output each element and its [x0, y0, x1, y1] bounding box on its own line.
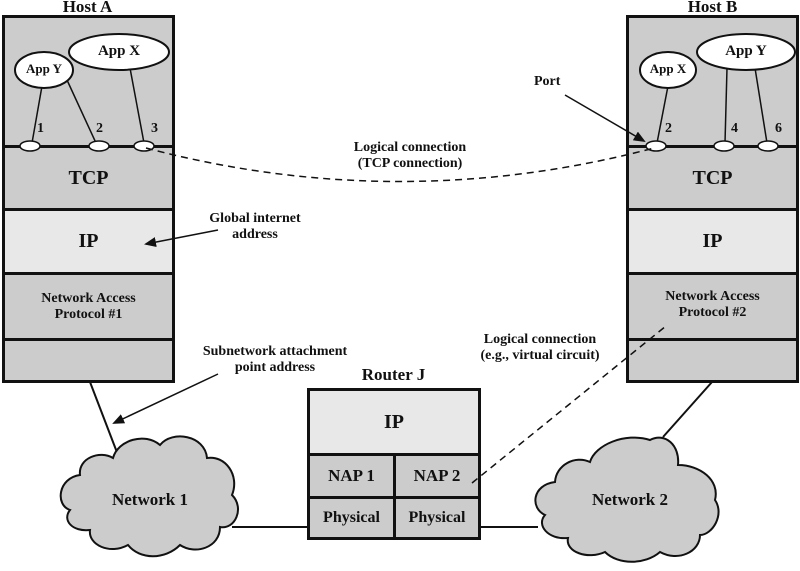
host-a-title: Host A	[62, 0, 113, 16]
host-a-app-y[interactable]	[14, 51, 74, 89]
host-b-port-4[interactable]	[713, 140, 735, 152]
host-b-app-x[interactable]	[639, 51, 697, 89]
host-b-port-2-number: 2	[665, 121, 672, 136]
host-a-nap-label-1: Network Access	[41, 290, 136, 306]
network-2-label: Network 2	[591, 490, 668, 509]
host-b-nap-layer: Network Access Protocol #2	[629, 275, 796, 341]
host-a-port-2-number: 2	[96, 121, 103, 136]
host-b-port-6[interactable]	[757, 140, 779, 152]
host-a-port-1[interactable]	[19, 140, 41, 152]
host-a-nap-layer: Network Access Protocol #1	[5, 275, 172, 341]
host-a-app-y-port1-line	[31, 85, 43, 144]
host-b-nap-label-2: Protocol #2	[678, 305, 747, 320]
host-a-tcp-label: TCP	[68, 166, 109, 189]
subnet-address-label-2: point address	[234, 360, 316, 376]
host-a-port-1-number: 1	[37, 121, 44, 136]
host-a-app-y-label: App Y	[25, 61, 62, 76]
port-annotation: Port	[534, 74, 561, 89]
subnet-address-annotation: Subnetwork attachment point address	[185, 344, 365, 376]
router-nap1: NAP 1	[310, 456, 396, 499]
global-address-label-2: address	[232, 227, 278, 243]
host-b-app-y[interactable]	[696, 33, 796, 71]
host-a-app-y-port2-line	[66, 79, 97, 144]
tcp-logical-connection	[145, 147, 655, 183]
virtual-circuit-label-1: Logical connection	[483, 332, 597, 347]
host-b-nap-label-1: Network Access	[665, 289, 760, 304]
host-b-link	[662, 381, 713, 438]
host-b-title: Host B	[687, 0, 738, 16]
router-title: Router J	[361, 365, 426, 384]
host-b-port-6-number: 6	[775, 121, 782, 136]
global-address-annotation: Global internet address	[190, 211, 320, 243]
host-b-app-y-port4-line	[724, 67, 728, 144]
global-address-label-1: Global internet	[209, 211, 301, 226]
host-a-nap-label-2: Protocol #1	[54, 306, 123, 322]
virtual-circuit-annotation: Logical connection (e.g., virtual circui…	[460, 332, 620, 364]
host-b-ip-layer: IP	[629, 211, 796, 275]
host-b-app-x-label: App X	[649, 61, 687, 76]
host-b-app-x-port2-line	[656, 85, 669, 144]
host-a-ip-label: IP	[78, 230, 99, 252]
host-b-tcp-label: TCP	[692, 166, 733, 189]
subnet-address-label-1: Subnetwork attachment	[202, 344, 348, 359]
host-b-ip-label: IP	[702, 230, 723, 252]
router-nap1-label: NAP 1	[328, 466, 375, 485]
host-b-port-4-number: 4	[731, 121, 738, 136]
host-a-app-x-label: App X	[97, 43, 141, 59]
host-a-link	[89, 381, 119, 456]
tcp-connection-label-1: Logical connection	[353, 140, 467, 155]
port-arrow	[564, 94, 646, 143]
network-1-label: Network 1	[111, 490, 188, 509]
router-physical-2: Physical	[396, 499, 478, 537]
host-b-tcp-layer: TCP	[629, 148, 796, 211]
router-nap2: NAP 2	[396, 456, 478, 499]
router-physical-2-label: Physical	[408, 509, 466, 526]
router-stack: IP NAP 1 NAP 2 Physical Physical	[307, 388, 481, 540]
tcp-connection-annotation: Logical connection (TCP connection)	[320, 140, 500, 172]
virtual-circuit-label-2: (e.g., virtual circuit)	[480, 348, 600, 364]
host-a-app-x[interactable]	[68, 33, 170, 71]
host-a-tcp-layer: TCP	[5, 148, 172, 211]
host-a-port-3-number: 3	[151, 121, 158, 136]
router-nap2-label: NAP 2	[413, 466, 461, 485]
tcp-connection-label-2: (TCP connection)	[357, 156, 463, 172]
host-b-app-layer	[629, 18, 796, 148]
subnet-address-arrow	[112, 373, 219, 424]
host-b-app-y-label: App Y	[725, 43, 767, 59]
router-physical-1-label: Physical	[323, 509, 380, 526]
router-ip-label: IP	[384, 410, 404, 433]
host-a-app-x-port3-line	[129, 67, 145, 144]
virtual-circuit-connection	[471, 325, 667, 484]
network-1-cloud	[59, 435, 239, 558]
network-2-cloud	[534, 436, 720, 563]
router-ip-layer: IP	[310, 391, 478, 456]
router-physical-1: Physical	[310, 499, 396, 537]
host-a-port-2[interactable]	[88, 140, 110, 152]
global-address-arrow	[144, 229, 219, 247]
host-b-app-y-port6-line	[754, 67, 768, 144]
